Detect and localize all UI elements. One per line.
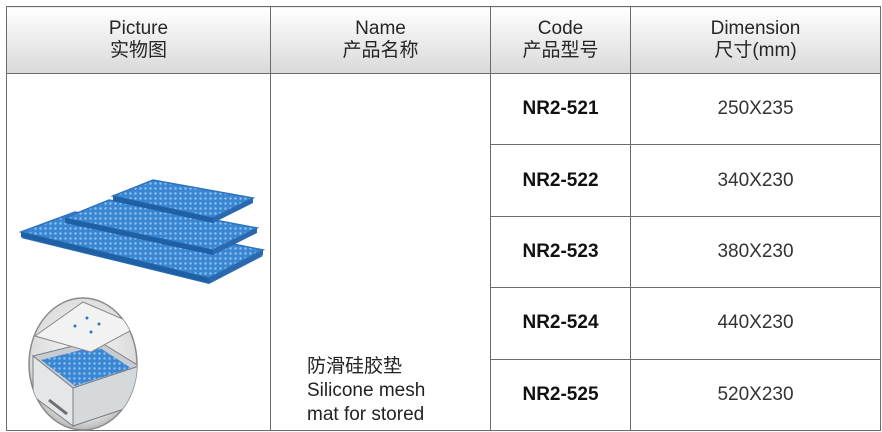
dimension-cell: 340X230 (630, 144, 881, 217)
product-picture-cell (6, 73, 271, 431)
header-dimension-en: Dimension (710, 18, 801, 39)
header-dimension: Dimension 尺寸(mm) (630, 6, 881, 74)
table-row: NR2-525 520X230 (7, 358, 881, 432)
code-cell: NR2-525 (490, 358, 631, 432)
header-name-zh: 产品名称 (342, 40, 419, 61)
table-row: NR2-522 340X230 (7, 144, 881, 217)
header-dimension-zh: 尺寸(mm) (714, 40, 797, 61)
dimension-cell: 520X230 (630, 358, 881, 432)
silicone-mats-image (18, 179, 266, 284)
product-name-zh: 防滑硅胶垫 (307, 356, 403, 377)
header-row: Picture 实物图 Name 产品名称 Code 产品型号 Dimensio… (6, 6, 881, 74)
header-code: Code 产品型号 (490, 6, 631, 74)
product-name-cell: 防滑硅胶垫 Silicone mesh mat for stored (270, 73, 491, 431)
header-picture-zh: 实物图 (109, 40, 167, 61)
header-name-en: Name (355, 18, 406, 39)
code-cell: NR2-524 (490, 287, 631, 360)
dimension-cell: 380X230 (630, 215, 881, 289)
product-spec-table: Picture 实物图 Name 产品名称 Code 产品型号 Dimensio… (6, 6, 881, 432)
header-picture: Picture 实物图 (6, 6, 271, 74)
code-cell: NR2-521 (490, 72, 631, 146)
table-row: NR2-523 380X230 (7, 215, 881, 289)
header-name: Name 产品名称 (270, 6, 491, 74)
tray-with-mat-image (28, 297, 138, 431)
dimension-cell: 440X230 (630, 287, 881, 360)
header-picture-en: Picture (108, 18, 169, 39)
code-cell: NR2-523 (490, 215, 631, 289)
code-cell: NR2-522 (490, 144, 631, 217)
product-name-en-line1: Silicone mesh (307, 380, 426, 401)
table-row: 防滑硅胶垫 Silicone mesh mat for stored NR2-5… (6, 72, 881, 431)
product-name-en-line2: mat for stored (307, 404, 425, 425)
dimension-cell: 250X235 (630, 72, 881, 146)
table-row: NR2-524 440X230 (7, 287, 881, 360)
header-code-zh: 产品型号 (522, 40, 599, 61)
header-code-en: Code (537, 18, 584, 39)
